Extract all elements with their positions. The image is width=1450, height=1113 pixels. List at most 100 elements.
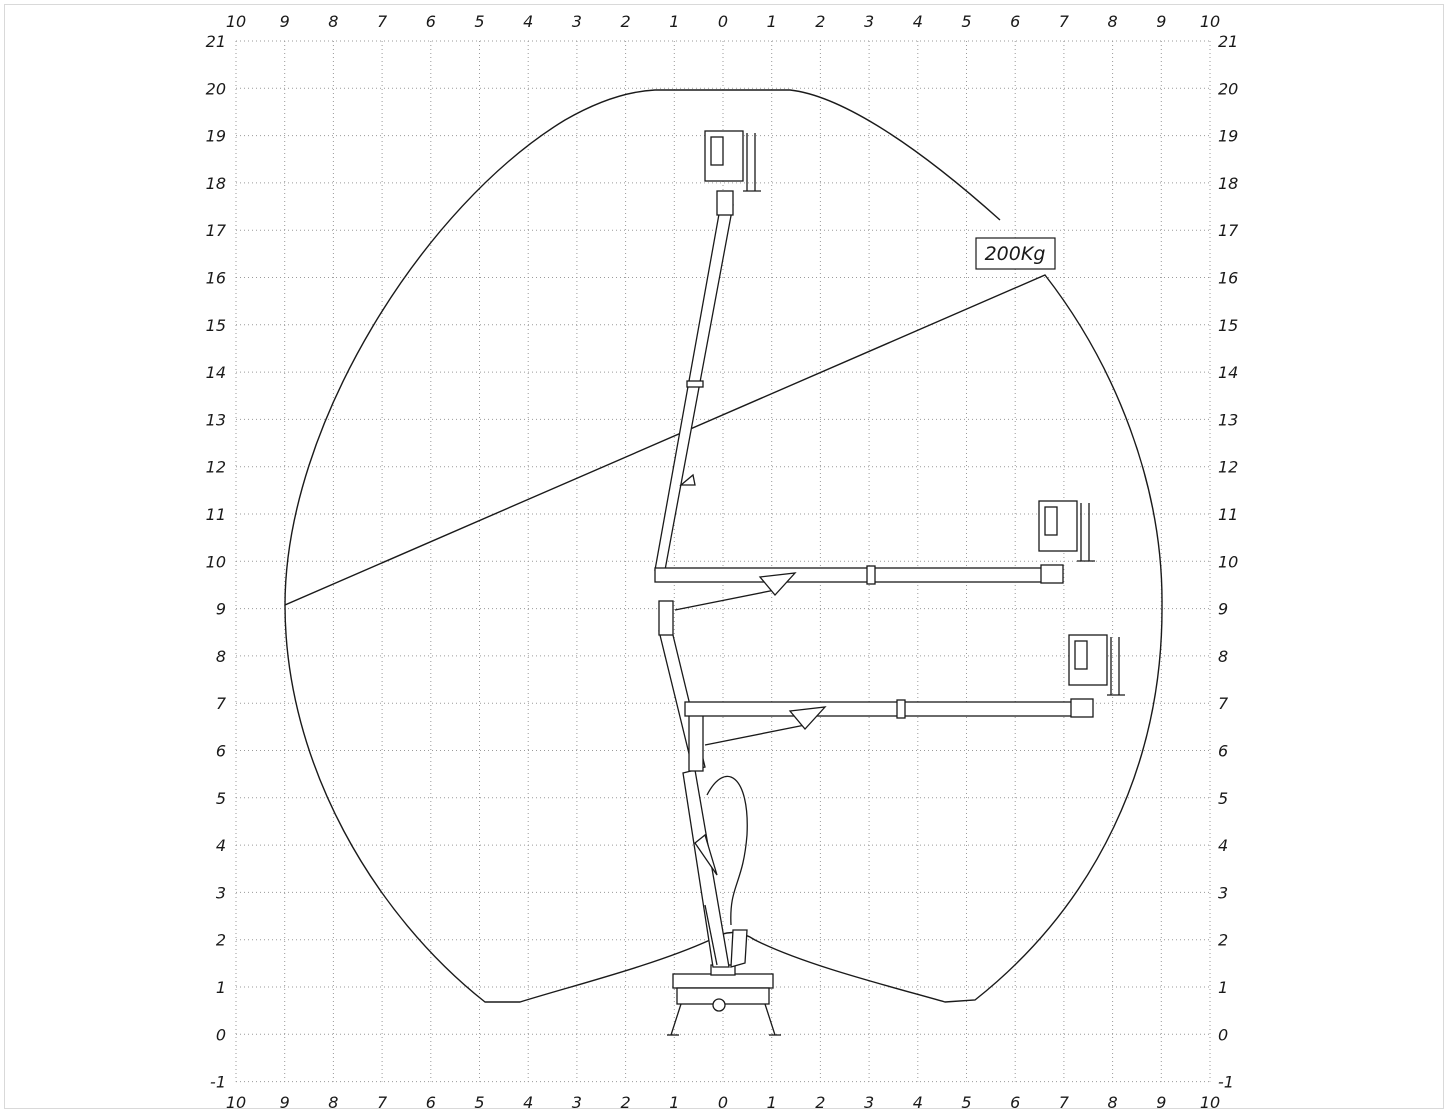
- x-tick-label-bottom: 5: [474, 1093, 484, 1110]
- x-tick-label-top: 2: [815, 12, 825, 31]
- y-tick-label-right: 14: [1218, 363, 1238, 382]
- y-tick-label-right: 1: [1218, 978, 1228, 997]
- y-tick-label-right: 20: [1218, 79, 1238, 98]
- x-tick-label-bottom: 7: [1059, 1093, 1070, 1110]
- y-tick-label-right: 11: [1218, 505, 1238, 524]
- x-tick-label-top: 1: [669, 12, 679, 31]
- x-tick-label-top: 7: [1059, 12, 1070, 31]
- y-tick-label-right: 18: [1218, 174, 1238, 193]
- y-tick-label-left: 1: [216, 978, 226, 997]
- y-tick-label-left: 9: [216, 600, 226, 619]
- lower-boom: [682, 769, 748, 968]
- x-tick-label-bottom: 10: [1200, 1093, 1220, 1110]
- x-tick-label-top: 6: [1010, 12, 1020, 31]
- y-tick-label-left: 21: [206, 32, 226, 51]
- y-tick-label-left: 7: [216, 694, 227, 713]
- y-tick-label-left: 17: [206, 221, 227, 240]
- upper-boom-horizontal: [654, 564, 1064, 611]
- y-tick-label-right: -1: [1218, 1073, 1234, 1092]
- x-tick-label-bottom: 8: [1108, 1093, 1118, 1110]
- y-tick-label-right: 2: [1218, 931, 1228, 950]
- y-tick-label-right: 8: [1218, 647, 1228, 666]
- x-tick-label-bottom: 7: [377, 1093, 388, 1110]
- x-tick-label-bottom: 2: [621, 1093, 631, 1110]
- y-tick-label-left: 20: [206, 79, 226, 98]
- y-tick-label-left: 10: [206, 552, 226, 571]
- x-tick-label-bottom: 6: [426, 1093, 436, 1110]
- y-tick-label-right: 4: [1218, 836, 1228, 855]
- x-tick-label-bottom: 1: [767, 1093, 777, 1110]
- lower-boom-horizontal: [684, 698, 1094, 746]
- y-tick-label-right: 5: [1218, 789, 1228, 808]
- x-tick-label-top: 5: [961, 12, 971, 31]
- working-range-diagram: 1010998877665544332211001122334455667788…: [206, 12, 1240, 1110]
- x-tick-label-top: 5: [474, 12, 484, 31]
- x-tick-label-top: 3: [864, 12, 874, 31]
- x-tick-label-bottom: 6: [1010, 1093, 1020, 1110]
- x-tick-label-top: 0: [718, 12, 728, 31]
- y-tick-label-left: 2: [216, 931, 226, 950]
- load-label-text: 200Kg: [985, 243, 1046, 265]
- grid: [235, 40, 1211, 1083]
- x-tick-label-bottom: 2: [815, 1093, 825, 1110]
- x-tick-label-top: 8: [328, 12, 338, 31]
- y-tick-label-left: -1: [210, 1073, 226, 1092]
- x-tick-label-top: 7: [377, 12, 388, 31]
- y-tick-label-left: 16: [206, 269, 226, 288]
- x-tick-label-top: 8: [1108, 12, 1118, 31]
- middle-boom: [658, 600, 706, 772]
- y-tick-label-left: 8: [216, 647, 226, 666]
- x-tick-label-bottom: 4: [523, 1093, 533, 1110]
- y-tick-label-right: 3: [1218, 883, 1228, 902]
- x-tick-label-bottom: 3: [864, 1093, 874, 1110]
- y-tick-label-right: 6: [1218, 742, 1228, 761]
- y-tick-label-left: 4: [216, 836, 226, 855]
- y-tick-label-right: 10: [1218, 552, 1238, 571]
- y-tick-label-right: 12: [1218, 458, 1238, 477]
- y-tick-label-left: 14: [206, 363, 226, 382]
- y-tick-label-left: 18: [206, 174, 226, 193]
- x-tick-label-bottom: 5: [961, 1093, 971, 1110]
- x-tick-label-top: 4: [913, 12, 923, 31]
- x-tick-label-top: 2: [621, 12, 631, 31]
- y-tick-label-left: 13: [206, 410, 226, 429]
- x-tick-label-top: 6: [426, 12, 436, 31]
- x-tick-label-top: 1: [767, 12, 777, 31]
- y-tick-label-right: 0: [1218, 1025, 1228, 1044]
- y-tick-label-right: 9: [1218, 600, 1228, 619]
- x-tick-label-top: 10: [1200, 12, 1220, 31]
- x-tick-label-top: 9: [280, 12, 290, 31]
- y-tick-label-left: 6: [216, 742, 226, 761]
- x-tick-label-top: 4: [523, 12, 533, 31]
- basket-lower: [1068, 634, 1125, 696]
- y-tick-label-left: 15: [206, 316, 226, 335]
- y-tick-label-left: 3: [216, 883, 226, 902]
- x-tick-label-bottom: 4: [913, 1093, 923, 1110]
- y-tick-label-left: 11: [206, 505, 226, 524]
- y-tick-label-right: 16: [1218, 269, 1238, 288]
- x-tick-label-top: 3: [572, 12, 582, 31]
- y-tick-label-right: 17: [1218, 221, 1239, 240]
- x-tick-label-bottom: 9: [280, 1093, 290, 1110]
- x-tick-label-bottom: 0: [718, 1093, 728, 1110]
- y-tick-label-left: 12: [206, 458, 226, 477]
- x-tick-label-bottom: 8: [328, 1093, 338, 1110]
- working-envelope-outline: [284, 89, 1163, 1003]
- axis-ticks: 1010998877665544332211001122334455667788…: [206, 12, 1240, 1110]
- y-tick-label-right: 13: [1218, 410, 1238, 429]
- aerial-platform-drawing: [654, 130, 1125, 1036]
- upper-boom-vertical: [654, 190, 734, 571]
- x-tick-label-bottom: 3: [572, 1093, 582, 1110]
- x-tick-label-top: 10: [226, 12, 246, 31]
- load-label-box: [975, 237, 1056, 270]
- y-tick-label-left: 5: [216, 789, 226, 808]
- y-tick-label-right: 19: [1218, 127, 1238, 146]
- x-tick-label-bottom: 10: [226, 1093, 246, 1110]
- y-tick-label-left: 0: [216, 1025, 226, 1044]
- y-tick-label-left: 19: [206, 127, 226, 146]
- chassis: [667, 964, 781, 1036]
- x-tick-label-top: 9: [1156, 12, 1166, 31]
- basket-middle: [1038, 500, 1095, 562]
- load-label: 200Kg: [975, 237, 1056, 270]
